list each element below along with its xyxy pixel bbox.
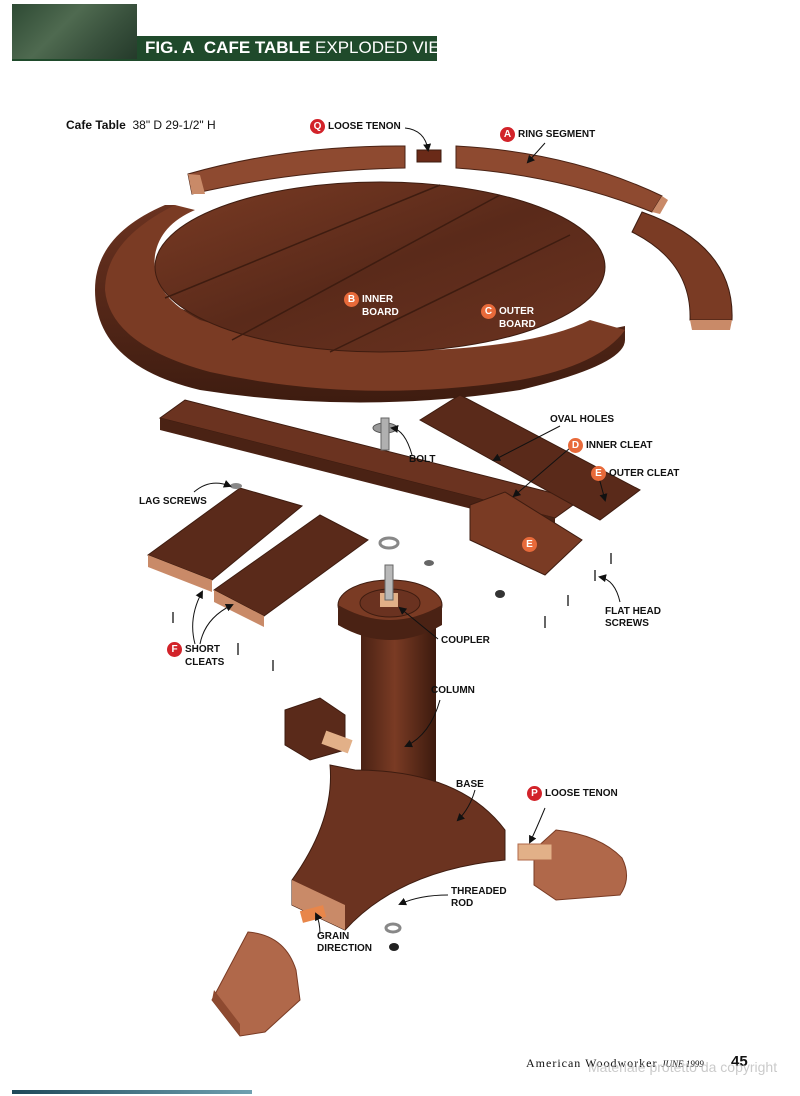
callout-grain-direction: GRAIN DIRECTION [317,931,372,955]
page-number: 45 [731,1053,748,1070]
figure-label: FIG. A [145,38,195,57]
figure-title: FIG. A CAFE TABLE EXPLODED VIEW [137,36,456,60]
callout-loose-tenon-p-text: LOOSE TENON [545,788,618,800]
callout-lag-screws: LAG SCREWS [139,496,207,507]
badge-q: Q [310,119,325,134]
badge-e-mark: E [522,537,537,552]
callout-threaded-rod-line1: THREADED [451,886,507,897]
callout-short-cleats-line1: SHORT [185,644,220,656]
callout-inner-board-line2: BOARD [362,307,399,318]
foot-right [517,829,627,901]
hardware [172,483,612,951]
loose-tenon-q [416,149,442,163]
header-rule [12,59,437,61]
callout-base: BASE [456,779,484,790]
bolt [372,417,398,451]
specs-name: Cafe Table [66,118,126,132]
specs-dimensions: 38" D 29-1/2" H [132,118,216,132]
cleats [158,394,641,576]
callout-outer-board-line2: BOARD [499,319,536,330]
badge-b: B [344,292,359,307]
ring-segments [187,145,733,330]
callout-loose-tenon-q-text: LOOSE TENON [328,121,401,133]
callout-oval-holes: OVAL HOLES [550,414,615,425]
header-photo [12,4,137,60]
callout-inner-board-line1: INNER [362,294,394,306]
base [291,764,506,931]
callout-outer-cleat-text: OUTER CLEAT [609,468,680,480]
callout-grain-direction-line1: GRAIN [317,931,350,942]
callout-inner-cleat-text: INNER CLEAT [586,440,653,452]
badge-a: A [500,127,515,142]
callout-ring-segment-text: RING SEGMENT [518,129,596,141]
figure-title-rest: EXPLODED VIEW [315,38,456,57]
badge-p: P [527,786,542,801]
callout-column: COLUMN [431,685,475,696]
callout-short-cleats-line2: CLEATS [185,657,225,668]
badge-d: D [568,438,583,453]
badge-e: E [591,466,606,481]
badge-c: C [481,304,496,319]
callout-outer-board-line1: OUTER [499,306,534,318]
callout-grain-direction-line2: DIRECTION [317,943,372,954]
badge-f: F [167,642,182,657]
tenon-block-left [284,697,353,761]
callout-threaded-rod-line2: ROD [451,898,474,909]
callout-flat-head-line1: FLAT HEAD [605,606,661,617]
callout-flat-head-line2: SCREWS [605,618,649,629]
foot-left [211,905,327,1037]
outer-cleat-mark: E [522,537,540,552]
copyright-watermark: Materiale protetto da copyright [588,1059,778,1075]
table-specs: Cafe Table 38" D 29-1/2" H [66,118,216,132]
callout-coupler: COUPLER [441,635,490,646]
bottom-rule [12,1090,252,1094]
callout-threaded-rod: THREADED ROD [451,886,507,910]
callout-bolt: BOLT [409,454,436,465]
callout-flat-head-screws: FLAT HEAD SCREWS [605,606,661,630]
figure-title-bold: CAFE TABLE [203,38,311,57]
leader-lines [192,127,621,935]
short-cleats [146,487,369,627]
footer-magazine: American Woodworker [526,1056,658,1070]
footer-credit: American Woodworker JUNE 1999 [526,1056,704,1071]
footer-issue: JUNE 1999 [661,1059,704,1069]
